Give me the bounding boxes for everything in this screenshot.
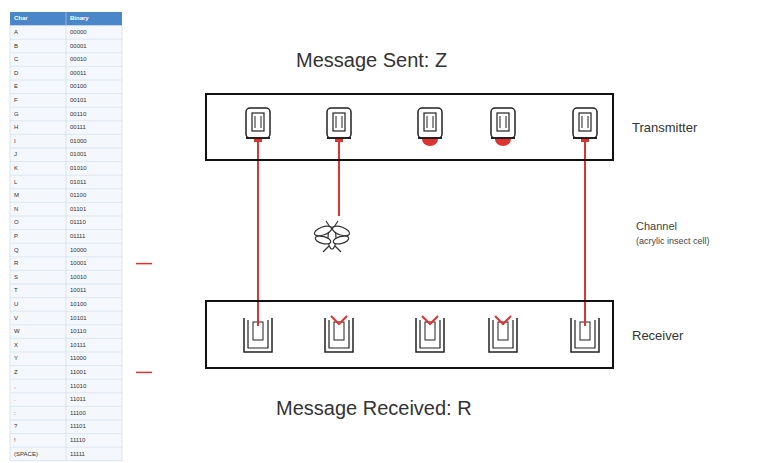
led-array bbox=[246, 108, 597, 161]
table-cell: 11001 bbox=[70, 366, 86, 379]
table-cell: S bbox=[14, 271, 18, 284]
message-received: Message Received: R bbox=[276, 397, 472, 420]
table-header-cell: Char bbox=[14, 12, 28, 25]
table-cell: 11100 bbox=[70, 407, 86, 420]
table-cell: E bbox=[14, 80, 18, 93]
table-cell: 00010 bbox=[70, 53, 87, 66]
table-cell: 00001 bbox=[70, 40, 87, 53]
table-cell: P bbox=[14, 230, 18, 243]
table-cell: L bbox=[14, 176, 17, 189]
table-cell: 01011 bbox=[70, 176, 86, 189]
table-cell: 11101 bbox=[70, 420, 86, 433]
table-cell: 11010 bbox=[70, 380, 86, 393]
light-beam bbox=[338, 161, 340, 216]
table-cell: G bbox=[14, 108, 19, 121]
channel-note: (acrylic insect cell) bbox=[636, 236, 710, 246]
table-cell: Q bbox=[14, 244, 19, 257]
table-grid bbox=[66, 12, 67, 461]
table-header-cell: Binary bbox=[70, 12, 89, 25]
table-cell: Z bbox=[14, 366, 18, 379]
table-cell: 11011 bbox=[70, 393, 86, 406]
box-label: Receiver bbox=[632, 327, 683, 342]
table-cell: 01100 bbox=[70, 189, 86, 202]
channel-label: Channel bbox=[636, 220, 677, 232]
table-cell: 00111 bbox=[70, 121, 86, 134]
light-beam bbox=[257, 161, 259, 300]
table-cell: 01110 bbox=[70, 216, 86, 229]
led-glow bbox=[422, 139, 438, 146]
insect bbox=[313, 221, 351, 252]
receiver-box: Receiver bbox=[205, 300, 614, 369]
table-cell: T bbox=[14, 284, 18, 297]
table-cell: 01000 bbox=[70, 135, 87, 148]
table-cell: H bbox=[14, 121, 18, 134]
led-glow bbox=[495, 139, 511, 146]
table-cell: 10010 bbox=[70, 271, 87, 284]
row-marker bbox=[136, 372, 152, 374]
code-table bbox=[10, 12, 122, 461]
table-cell: J bbox=[14, 148, 17, 161]
table-cell: : bbox=[14, 407, 16, 420]
table-cell: 11110 bbox=[70, 434, 85, 447]
table-cell: (SPACE) bbox=[14, 448, 38, 461]
table-cell: 10110 bbox=[70, 325, 86, 338]
table-cell: M bbox=[14, 189, 19, 202]
table-cell: 10100 bbox=[70, 298, 87, 311]
table-cell: K bbox=[14, 162, 18, 175]
table-cell: Y bbox=[14, 352, 18, 365]
table-cell: R bbox=[14, 257, 18, 270]
message-sent: Message Sent: Z bbox=[296, 49, 447, 72]
table-cell: 10011 bbox=[70, 284, 86, 297]
table-cell: V bbox=[14, 312, 18, 325]
table-cell: 10101 bbox=[70, 312, 87, 325]
table-cell: 10111 bbox=[70, 339, 86, 352]
receiver-array bbox=[244, 300, 599, 352]
table-cell: 01101 bbox=[70, 203, 86, 216]
table-cell: 01010 bbox=[70, 162, 87, 175]
light-beam bbox=[584, 161, 586, 300]
table-cell: W bbox=[14, 325, 20, 338]
table-cell: 01001 bbox=[70, 148, 87, 161]
table-cell: F bbox=[14, 94, 18, 107]
table-cell: 10000 bbox=[70, 244, 87, 257]
box-label: Transmitter bbox=[632, 120, 697, 135]
table-cell: D bbox=[14, 67, 18, 80]
table-cell: I bbox=[14, 135, 16, 148]
table-cell: 11111 bbox=[70, 448, 85, 461]
table-cell: O bbox=[14, 216, 19, 229]
table-cell: . bbox=[14, 393, 16, 406]
table-cell: 11000 bbox=[70, 352, 86, 365]
table-cell: X bbox=[14, 339, 18, 352]
table-cell: 00011 bbox=[70, 67, 86, 80]
table-cell: C bbox=[14, 53, 18, 66]
table-cell: 00000 bbox=[70, 26, 87, 39]
table-cell: 00100 bbox=[70, 80, 87, 93]
table-cell: 10001 bbox=[70, 257, 87, 270]
table-cell: 00110 bbox=[70, 108, 86, 121]
table-cell: ? bbox=[14, 420, 17, 433]
table-cell: 01111 bbox=[70, 230, 85, 243]
row-marker bbox=[136, 263, 152, 265]
table-cell: U bbox=[14, 298, 18, 311]
table-cell: , bbox=[14, 380, 16, 393]
table-cell: 00101 bbox=[70, 94, 87, 107]
transmitter-box: Transmitter bbox=[205, 93, 614, 161]
table-cell: N bbox=[14, 203, 18, 216]
table-cell: B bbox=[14, 40, 18, 53]
table-cell: A bbox=[14, 26, 18, 39]
table-cell: ! bbox=[14, 434, 16, 447]
